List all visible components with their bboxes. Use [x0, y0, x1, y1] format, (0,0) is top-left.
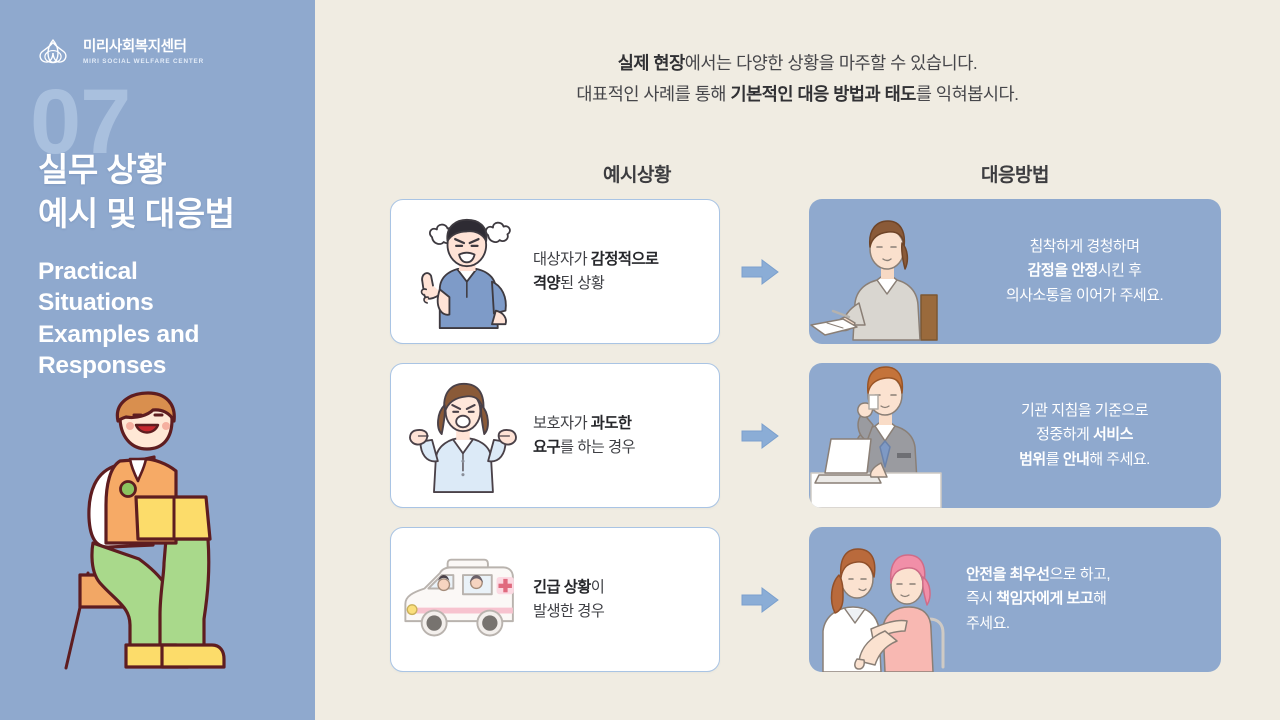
response-2-line2-pre: 정중하게	[1036, 426, 1093, 444]
situation-2-line1-pre: 보호자가	[533, 415, 591, 433]
situation-3-line2: 발생한 경우	[533, 602, 605, 620]
right-arrow-icon	[740, 421, 780, 451]
headline-line-1-bold: 실제 현장	[617, 53, 685, 73]
response-2-line3-bold2: 안내	[1062, 450, 1090, 468]
response-1-line2-post: 시킨 후	[1097, 262, 1142, 280]
response-3-line2-bold: 책임자에게 보고	[996, 590, 1094, 608]
situation-1-line2-bold: 격양	[533, 274, 561, 292]
response-3-line3: 주세요.	[966, 614, 1010, 632]
situation-1-line1-pre: 대상자가	[533, 251, 591, 269]
column-headers: 예시상황 대응방법	[315, 160, 1280, 190]
response-3-line1-bold: 안전을 최우선	[966, 566, 1050, 584]
man-in-suit-on-phone-with-laptop-illustration	[809, 363, 964, 508]
response-3-line2-post: 해	[1093, 590, 1107, 608]
headline-line-2-post: 를 익혀봅시다.	[915, 83, 1019, 104]
column-header-response: 대응방법	[981, 165, 1049, 186]
brand-logo: 미리사회복지센터 MIRI SOCIAL WELFARE CENTER	[32, 32, 204, 74]
content-area: 실제 현장에서는 다양한 상황을 마주할 수 있습니다. 대표적인 사례를 통해…	[315, 0, 1280, 720]
page-title: 실무 상황 예시 및 대응법	[38, 151, 235, 232]
table-row: 긴급 상황이 발생한 경우	[315, 527, 1280, 672]
situation-1-line1-bold: 감정적으로	[590, 251, 659, 269]
situation-card-3[interactable]: 긴급 상황이 발생한 경우	[390, 527, 720, 672]
response-card-3[interactable]: 안전을 최우선으로 하고, 즉시 책임자에게 보고해 주세요.	[809, 527, 1221, 672]
seated-social-worker-reading-book-illustration	[58, 391, 268, 678]
headline-line-1: 실제 현장에서는 다양한 상황을 마주할 수 있습니다.	[315, 48, 1280, 79]
table-row: 대상자가 감정적으로 격양된 상황	[315, 199, 1280, 344]
headline-line-2-pre: 대표적인 사례를 통해	[576, 83, 731, 104]
lotus-flower-icon	[32, 32, 74, 74]
headline-line-2: 대표적인 사례를 통해 기본적인 대응 방법과 태도를 익혀봅시다.	[315, 79, 1280, 110]
response-2-line3-bold1: 범위	[1019, 450, 1046, 468]
section-number: 07	[30, 71, 131, 173]
situation-3-line1-post: 이	[590, 579, 605, 597]
response-card-2[interactable]: 기관 지침을 기준으로 정중하게 서비스 범위를 안내해 주세요.	[809, 363, 1221, 508]
response-3-line1-post: 으로 하고,	[1049, 566, 1111, 584]
response-2-line3-post: 해 주세요.	[1089, 450, 1150, 468]
response-text-2: 기관 지침을 기준으로 정중하게 서비스 범위를 안내해 주세요.	[964, 399, 1221, 472]
situation-2-line2-post: 를 하는 경우	[560, 438, 636, 456]
angry-woman-with-raised-fists-illustration	[391, 370, 533, 502]
headline-line-2-bold: 기본적인 대응 방법과 태도	[730, 83, 916, 104]
situation-card-2[interactable]: 보호자가 과도한 요구를 하는 경우	[390, 363, 720, 508]
table-row: 보호자가 과도한 요구를 하는 경우	[315, 363, 1280, 508]
situation-card-1[interactable]: 대상자가 감정적으로 격양된 상황	[390, 199, 720, 344]
counselor-woman-at-desk-with-notebook-illustration	[809, 199, 964, 344]
situation-2-line2-bold: 요구	[533, 438, 561, 456]
angry-man-with-steam-puffs-illustration	[391, 206, 533, 338]
brand-name-ko: 미리사회복지센터	[83, 39, 187, 56]
response-text-3: 안전을 최우선으로 하고, 즉시 책임자에게 보고해 주세요.	[964, 563, 1221, 636]
headline: 실제 현장에서는 다양한 상황을 마주할 수 있습니다. 대표적인 사례를 통해…	[315, 48, 1280, 109]
right-arrow-icon	[740, 585, 780, 615]
response-2-line1: 기관 지침을 기준으로	[1020, 402, 1149, 420]
situation-text-2: 보호자가 과도한 요구를 하는 경우	[533, 412, 719, 459]
response-1-line1: 침착하게 경청하며	[1029, 238, 1140, 256]
response-text-1: 침착하게 경청하며 감정을 안정시킨 후 의사소통을 이어가 주세요.	[964, 235, 1221, 308]
situation-text-1: 대상자가 감정적으로 격양된 상황	[533, 248, 719, 295]
nurse-assisting-patient-illustration	[809, 527, 964, 672]
situation-3-line1-bold: 긴급 상황	[533, 579, 591, 597]
situation-2-line1-bold: 과도한	[590, 415, 632, 433]
response-3-line2-pre: 즉시	[966, 590, 997, 608]
response-2-line3-mid: 를	[1045, 450, 1063, 468]
column-header-situation: 예시상황	[603, 165, 671, 186]
ambulance-illustration	[391, 534, 533, 666]
response-1-line2-bold: 감정을 안정	[1027, 262, 1099, 280]
response-2-line2-bold: 서비스	[1092, 426, 1133, 444]
situation-text-3: 긴급 상황이 발생한 경우	[533, 576, 719, 623]
situation-1-line2-post: 된 상황	[560, 274, 605, 292]
response-1-line3: 의사소통을 이어가 주세요.	[1005, 286, 1164, 304]
headline-line-1-post: 에서는 다양한 상황을 마주할 수 있습니다.	[684, 53, 978, 73]
page-title-english: Practical Situations Examples and Respon…	[38, 258, 200, 380]
brand-name-en: MIRI SOCIAL WELFARE CENTER	[83, 57, 204, 65]
response-card-1[interactable]: 침착하게 경청하며 감정을 안정시킨 후 의사소통을 이어가 주세요.	[809, 199, 1221, 344]
right-arrow-icon	[740, 257, 780, 287]
rows-container: 대상자가 감정적으로 격양된 상황	[315, 199, 1280, 691]
sidebar: 미리사회복지센터 MIRI SOCIAL WELFARE CENTER 07 실…	[0, 0, 315, 720]
